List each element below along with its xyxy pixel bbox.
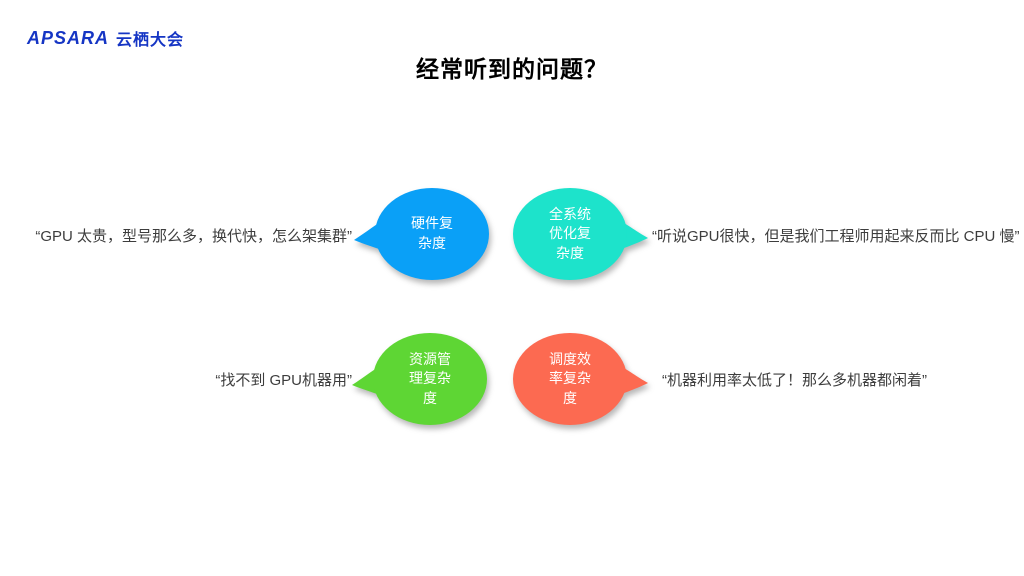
slide-title: 经常听到的问题？: [416, 56, 608, 82]
speech-bubble-scheduling-efficiency-complexity: [513, 333, 648, 425]
bubble-body: [373, 333, 487, 425]
quote-low-utilization: “机器利用率太低了！那么多机器都闲着”: [662, 372, 927, 389]
logo-event-text: 云栖大会: [116, 32, 185, 49]
bubble-body: [513, 188, 627, 280]
quote-gpu-slower-than-cpu: “听说GPU很快，但是我们工程师用起来反而比 CPU 慢”: [652, 228, 1020, 245]
apsara-logo: APSARA 云栖大会: [27, 26, 184, 50]
bubble-body: [375, 188, 489, 280]
speech-bubble-resource-management-complexity: [352, 333, 487, 425]
speech-bubble-hardware-complexity: [354, 188, 489, 280]
quote-gpu-too-expensive: “GPU 太贵，型号那么多，换代快，怎么架集群”: [35, 228, 352, 245]
speech-bubble-system-optimization-complexity: [513, 188, 648, 280]
logo-brand-text: APSARA: [27, 27, 110, 48]
bubble-body: [513, 333, 627, 425]
quote-no-gpu-machine: “找不到 GPU机器用”: [215, 372, 352, 389]
